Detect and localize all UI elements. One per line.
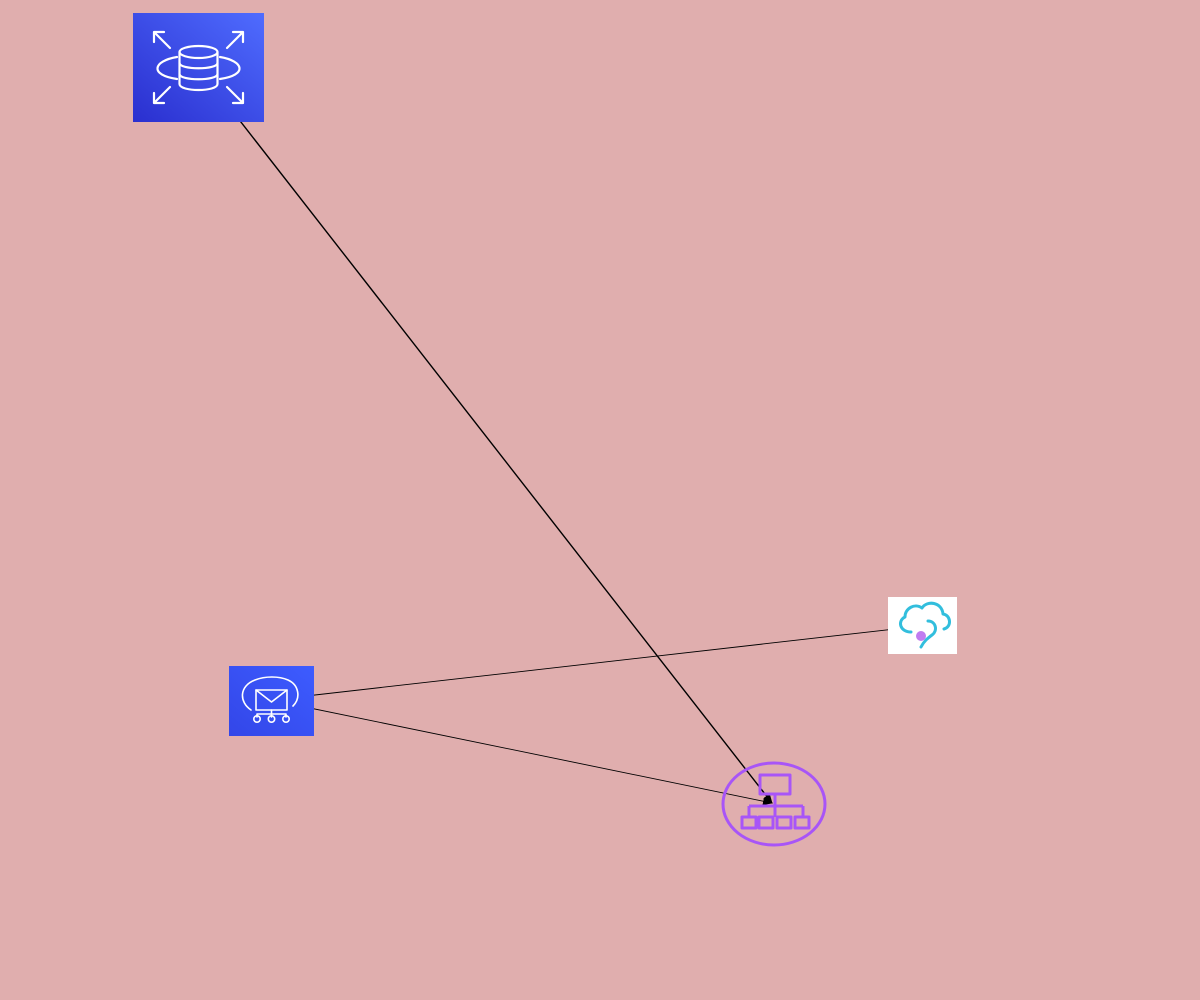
rds-database-node[interactable] xyxy=(133,13,264,122)
edge-sns-cloud xyxy=(270,625,922,703)
aws-sns-notification-icon xyxy=(229,666,314,736)
cloud-service-node[interactable] xyxy=(888,597,957,654)
azure-cloud-service-icon xyxy=(888,597,957,654)
hierarchy-org-chart-icon xyxy=(721,761,827,847)
aws-rds-database-icon xyxy=(133,13,264,122)
sns-notification-node[interactable] xyxy=(229,666,314,736)
hierarchy-node[interactable] xyxy=(718,759,830,851)
edge-sns-hierarchy xyxy=(270,697,773,806)
